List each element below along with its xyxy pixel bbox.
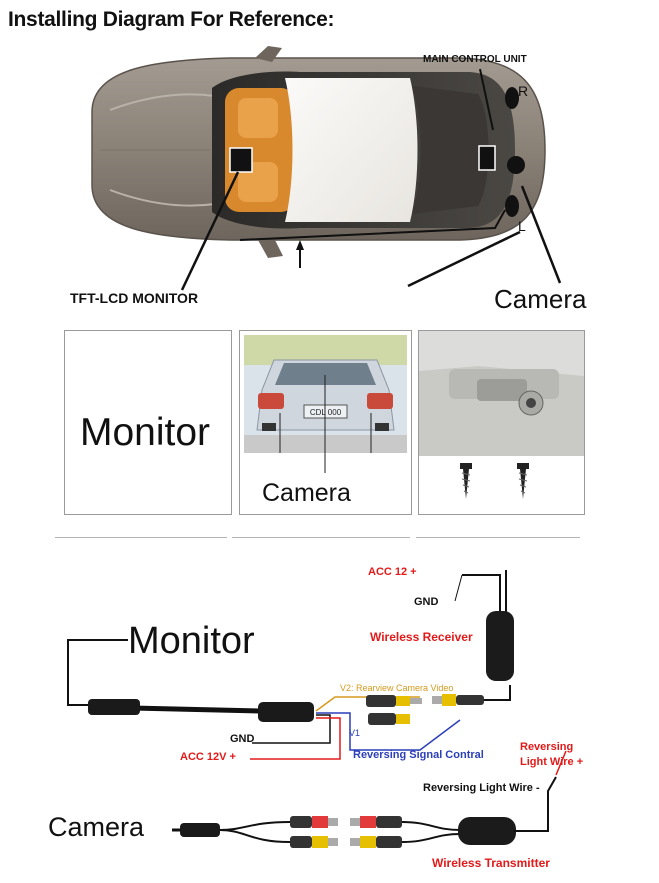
car-monitor-box [229, 147, 253, 173]
main-control-unit-box [478, 145, 496, 171]
wireless-transmitter-label: Wireless Transmitter [432, 856, 550, 870]
separator-right [416, 537, 580, 538]
separator-left [55, 537, 227, 538]
camera-pointer-line [324, 453, 326, 473]
reversing-signal-label: Reversing Signal Contral [353, 749, 484, 761]
left-camera-marker-label: L [518, 218, 526, 234]
tft-lcd-monitor-label: TFT-LCD MONITOR [70, 290, 199, 306]
wiring-monitor-label: Monitor [128, 620, 255, 662]
camera-mount-illustration [419, 331, 584, 499]
car-rear-photo: CDL 000 [244, 335, 407, 453]
camera-left-marker [505, 195, 519, 217]
camera-right-marker [505, 87, 519, 109]
mount-panel [418, 330, 585, 515]
rca-yellow-camera [290, 836, 338, 848]
camera-panel-label: Camera [262, 479, 351, 507]
rca-red-camera [290, 816, 338, 828]
main-control-unit-label: MAIN CONTROL UNIT [423, 54, 527, 65]
monitor-panel: Monitor [64, 330, 232, 515]
rca-connector-1 [366, 695, 422, 707]
gnd-top-label: GND [414, 596, 439, 608]
acc12-top-label: ACC 12 + [368, 566, 417, 578]
acc12v-left-label: ACC 12V + [180, 751, 236, 763]
reversing-light-wire-minus-label: Reversing Light Wire - [423, 782, 540, 794]
rca-connector-3 [432, 694, 484, 706]
mirror-bottom [258, 240, 283, 258]
car-top-view [91, 46, 562, 291]
monitor-panel-label: Monitor [80, 411, 211, 454]
rca-connector-2 [368, 713, 410, 725]
gnd-left-label: GND [230, 733, 255, 745]
car-roof [285, 78, 418, 222]
diagram-title: Installing Diagram For Reference: [8, 8, 335, 31]
harness-connector [258, 702, 314, 722]
right-camera-marker-label: R [518, 83, 529, 99]
camera-plug [180, 823, 220, 837]
screw-left [460, 463, 472, 499]
camera-center-marker [507, 156, 525, 174]
v1-label: V1 [349, 728, 361, 738]
monitor-plug [88, 699, 140, 715]
v2-video-label: V2: Rearview Camera Video [340, 683, 454, 693]
screw-right [517, 463, 529, 499]
wireless-receiver-label: Wireless Receiver [370, 630, 473, 644]
wiring-camera-label: Camera [48, 812, 145, 842]
mirror-top [255, 46, 282, 62]
wiring-diagram [67, 570, 567, 848]
camera-panel: CDL 000 Camera [239, 330, 412, 515]
separator-middle [232, 537, 410, 538]
wireless-receiver-box [486, 611, 514, 681]
wireless-transmitter-box [458, 817, 516, 845]
rca-red-transmitter [350, 816, 402, 828]
car-camera-label: Camera [494, 284, 587, 314]
reversing-light-wire-plus-label: Reversing Light Wire + [520, 741, 584, 768]
rca-yellow-transmitter [350, 836, 402, 848]
plate-text: CDL 000 [310, 408, 342, 417]
